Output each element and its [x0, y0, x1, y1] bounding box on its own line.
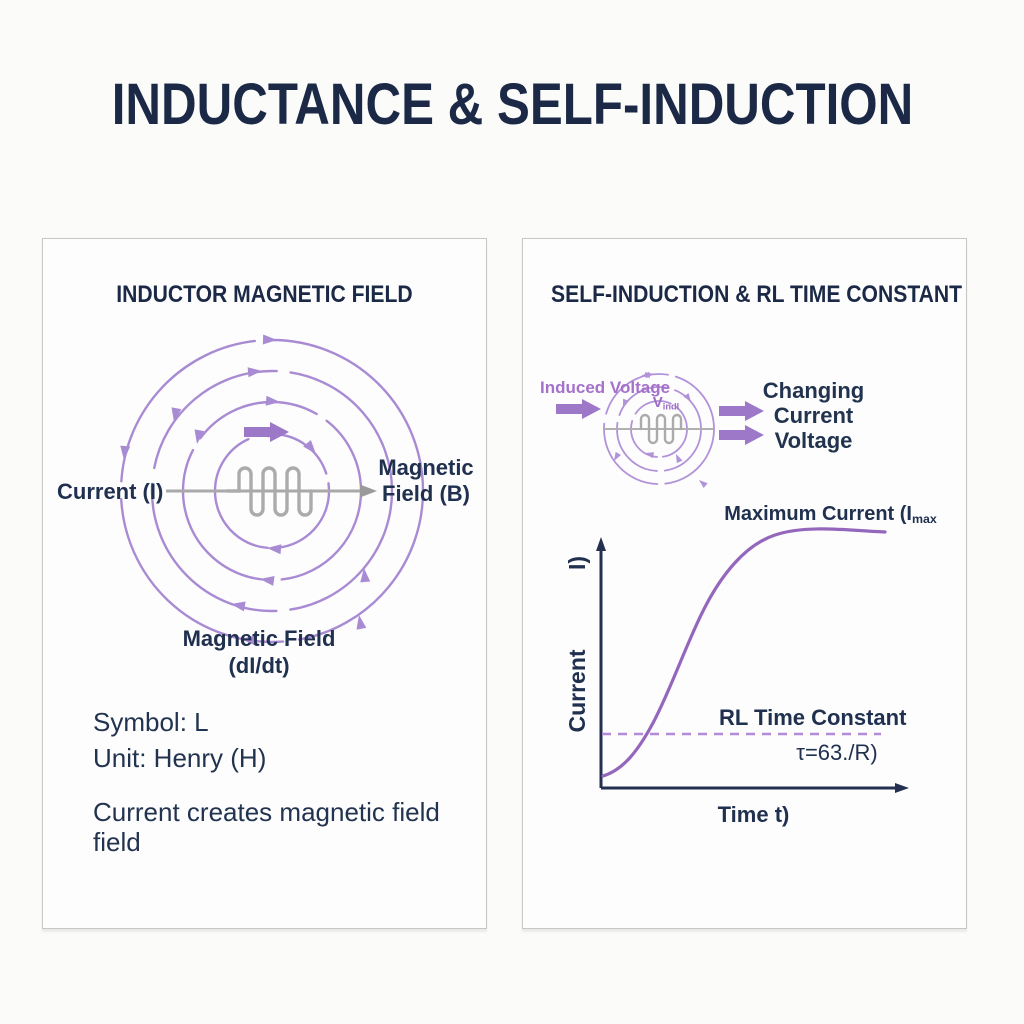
output-line1: Changing — [762, 378, 865, 403]
output-line3: Voltage — [774, 428, 853, 453]
mini-field-arrow-icon — [676, 454, 683, 464]
field-arrow-icon — [262, 334, 277, 345]
inductor-field-diagram — [119, 334, 425, 646]
field-arrow-icon — [267, 544, 282, 555]
magnetic-field-b-label: Magnetic Field (B) — [371, 455, 481, 507]
x-axis-arrow-icon — [895, 783, 909, 793]
field-line-ring — [150, 369, 394, 613]
max-current-label: Maximum Current (Imax — [723, 503, 938, 526]
magnetic-field-b-line2: Field (B) — [382, 481, 470, 506]
max-current-sub: max — [912, 512, 937, 527]
self-induction-diagram — [556, 371, 909, 793]
page-title-text: INDUCTANCE & SELF-INDUCTION — [111, 72, 913, 137]
note-line1: Current creates magnetic field — [93, 797, 440, 827]
right-panel-header: SELF-INDUCTION & RL TIME CONSTANT — [523, 281, 966, 309]
magnetic-field-didt-line1: Magnetic Field — [182, 626, 336, 651]
y-axis-label: Current — [564, 649, 590, 733]
left-panel-header-text: INDUCTOR MAGNETIC FIELD — [116, 281, 413, 308]
left-panel-header: INDUCTOR MAGNETIC FIELD — [43, 281, 486, 309]
unit-fact: Unit: Henry (H) — [93, 743, 267, 773]
mini-field-arrow-icon — [614, 451, 622, 461]
field-arrow-icon — [120, 445, 131, 460]
induced-voltage-symbol: Vindl — [626, 394, 706, 411]
right-panel: SELF-INDUCTION & RL TIME CONSTANT — [522, 238, 967, 929]
y-axis-arrow-icon — [596, 537, 606, 551]
field-arrow-icon — [360, 568, 371, 583]
output-line2: Current — [773, 403, 854, 428]
axis-arrowhead-icon — [360, 484, 377, 498]
field-arrow-icon — [231, 601, 246, 612]
mini-inductor-coil-icon — [639, 413, 683, 445]
current-label: Current (I) — [57, 479, 164, 504]
field-arrow-icon — [356, 615, 367, 630]
note-line2: field — [93, 827, 141, 857]
rl-time-constant-label: RL Time Constant — [719, 705, 907, 730]
field-arrow-icon — [194, 429, 205, 444]
current-rise-curve — [601, 527, 887, 778]
magnetic-field-didt-line2: (dI/dt) — [228, 653, 290, 678]
field-arrow-icon — [247, 367, 262, 378]
current-direction-arrow-icon — [244, 422, 289, 442]
symbol-fact: Symbol: L — [93, 707, 209, 737]
mini-field-arrow-icon — [641, 371, 651, 378]
left-panel: INDUCTOR MAGNETIC FIELD — [42, 238, 487, 929]
output-arrow-icon — [719, 401, 764, 421]
right-panel-header-text: SELF-INDUCTION & RL TIME CONSTANT — [551, 281, 963, 308]
field-arrow-icon — [171, 407, 182, 422]
tau-equation-label: τ=63./R) — [796, 740, 878, 765]
vind-main: V — [652, 394, 663, 411]
page-title: INDUCTANCE & SELF-INDUCTION — [0, 70, 1024, 140]
inductor-coil-icon — [225, 466, 313, 517]
magnetic-field-b-line1: Magnetic — [378, 455, 474, 480]
max-current-main: Maximum Current (I — [724, 503, 912, 525]
field-arrow-icon — [303, 440, 316, 454]
induced-voltage-label: Induced Voltage — [540, 378, 671, 397]
field-arrow-icon — [265, 395, 280, 406]
output-label: Changing Current Voltage — [756, 378, 871, 453]
y-axis-unit-label: I) — [564, 555, 590, 571]
mini-field-arrow-icon — [645, 452, 655, 459]
x-axis-label: Time t) — [717, 802, 790, 827]
output-arrow-icon — [719, 425, 764, 445]
mini-field-arrow-icon — [623, 398, 629, 408]
field-arrow-icon — [260, 575, 275, 586]
mini-field-arrow-icon — [699, 480, 708, 488]
magnetic-field-didt-label: Magnetic Field (dI/dt) — [159, 625, 359, 679]
mini-field-arrow-icon — [683, 393, 691, 402]
vind-sub: indl — [662, 401, 680, 412]
field-arrow-icon — [241, 635, 256, 646]
induced-voltage-arrow-icon — [556, 399, 601, 419]
